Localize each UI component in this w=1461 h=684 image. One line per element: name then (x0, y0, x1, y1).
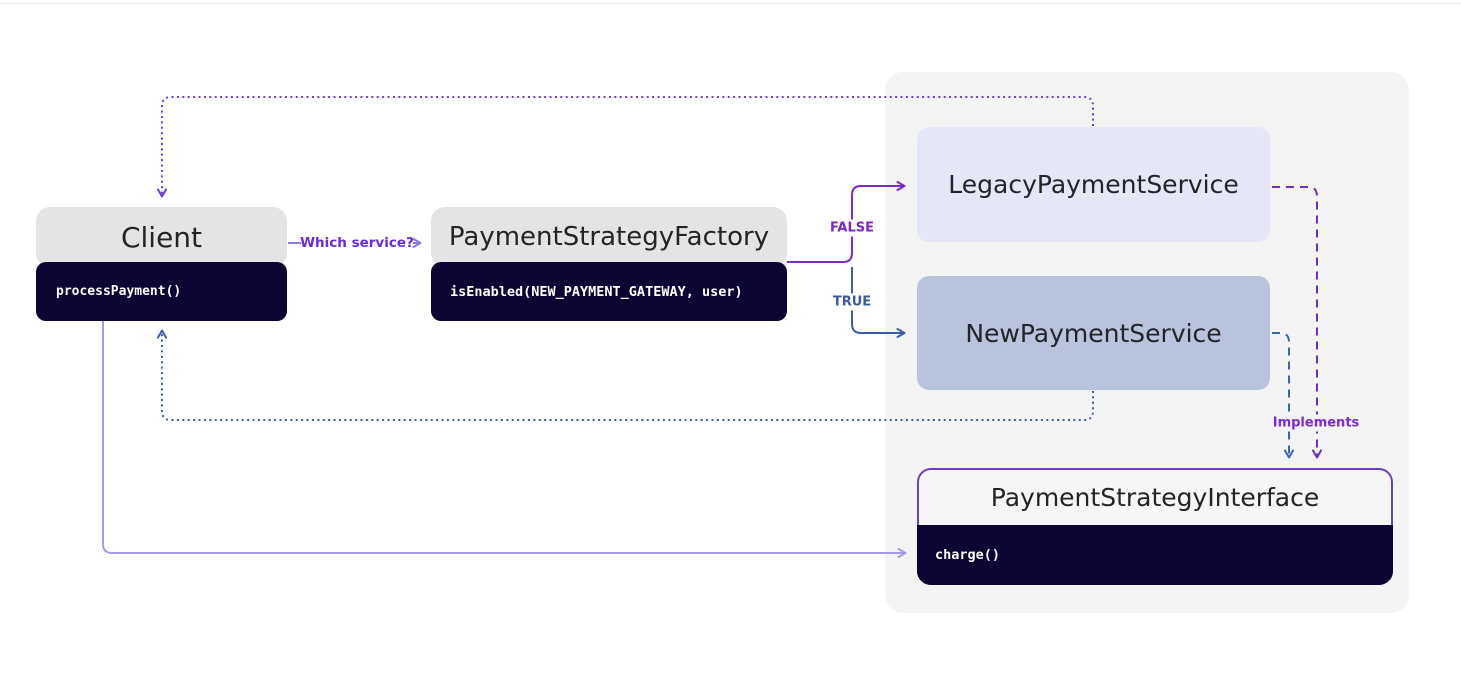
top-divider (0, 3, 1461, 4)
implements-label: Implements (1270, 414, 1362, 432)
client-node: Client processPayment() (36, 207, 287, 321)
interface-method: charge() (917, 525, 1393, 585)
factory-node: PaymentStrategyFactory isEnabled(NEW_PAY… (431, 207, 787, 321)
client-method: processPayment() (36, 262, 287, 321)
call-charge-arrow (102, 321, 907, 558)
interface-title: PaymentStrategyInterface (990, 483, 1320, 512)
legacy-service-node: LegacyPaymentService (917, 127, 1270, 242)
false-branch-label: FALSE (827, 219, 877, 237)
factory-title: PaymentStrategyFactory (431, 207, 787, 267)
legacy-service-title: LegacyPaymentService (948, 170, 1239, 199)
new-service-title: NewPaymentService (965, 318, 1222, 348)
true-branch-label: TRUE (829, 293, 875, 311)
client-title: Client (36, 207, 287, 267)
interface-node: PaymentStrategyInterface charge() (917, 468, 1393, 585)
factory-method: isEnabled(NEW_PAYMENT_GATEWAY, user) (431, 262, 787, 321)
which-service-label: Which service? (300, 235, 414, 251)
new-service-node: NewPaymentService (917, 276, 1270, 390)
